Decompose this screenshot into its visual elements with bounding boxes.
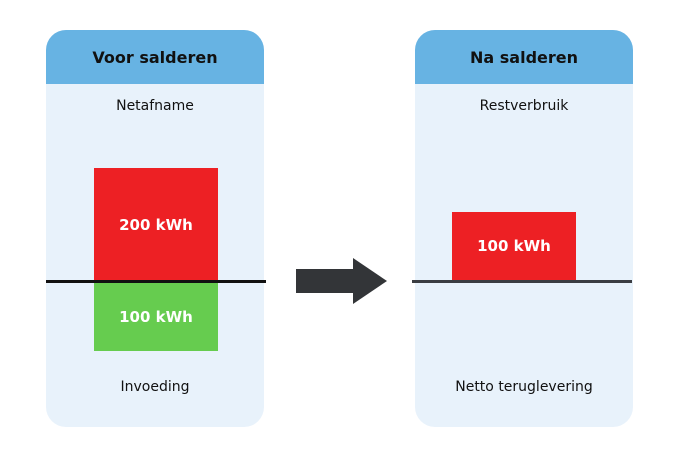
top-label: Restverbruik <box>479 98 569 114</box>
feed-in-bar: 100 kWh <box>94 283 218 351</box>
consumption-value: 200 kWh <box>119 215 193 234</box>
remaining-bar: 100 kWh <box>452 212 576 280</box>
bottom-label: Invoeding <box>120 379 190 395</box>
bottom-label: Netto teruglevering <box>455 379 593 395</box>
before-netting-panel: Voor salderen Netafname Invoeding <box>46 30 264 427</box>
right-baseline <box>412 280 632 283</box>
top-label: Netafname <box>116 98 194 114</box>
panel-title: Voor salderen <box>46 30 264 84</box>
left-baseline <box>46 280 266 283</box>
panel-title: Na salderen <box>415 30 633 84</box>
arrow-right-icon <box>296 258 387 304</box>
feed-in-value: 100 kWh <box>119 308 193 326</box>
consumption-bar: 200 kWh <box>94 168 218 281</box>
remaining-value: 100 kWh <box>477 237 551 255</box>
